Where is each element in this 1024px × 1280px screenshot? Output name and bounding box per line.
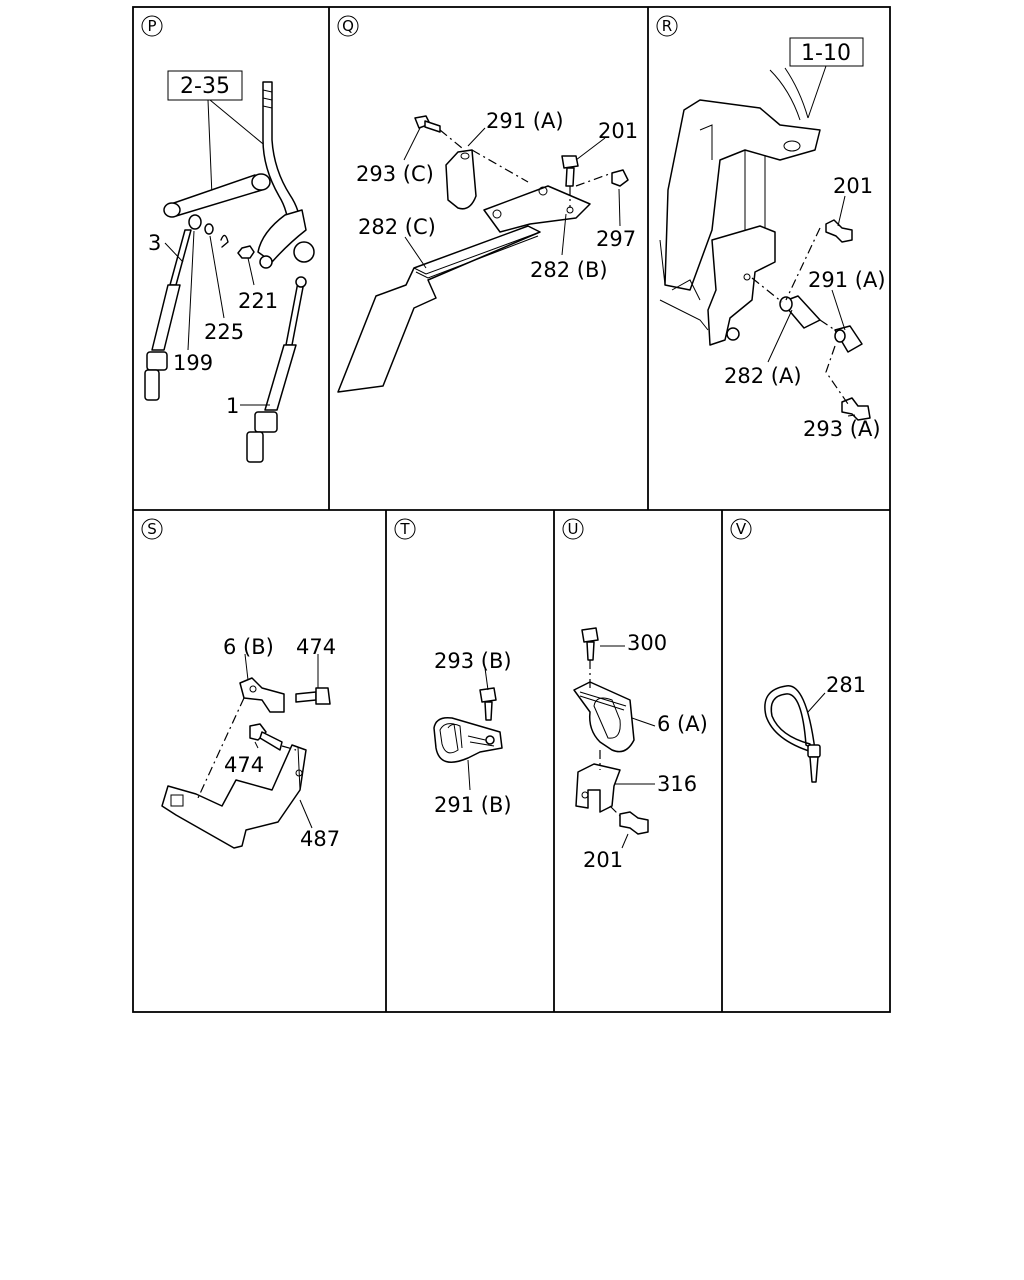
panel-p: P 2-35 — [141, 15, 315, 463]
panel-u-letter-text: U — [568, 520, 579, 538]
panel-p-letter: P — [141, 15, 163, 37]
label-291b[interactable]: 291 (B) — [434, 793, 512, 817]
frame-structure — [659, 67, 821, 346]
label-487[interactable]: 487 — [300, 827, 340, 851]
panel-frames — [132, 6, 891, 1013]
panel-q-letter: Q — [337, 15, 359, 37]
bolt-201-r — [825, 219, 853, 243]
panel-u-letter: U — [562, 518, 584, 540]
label-291a-r[interactable]: 291 (A) — [808, 268, 886, 292]
ref-1-10[interactable]: 1-10 — [801, 41, 851, 66]
cable-1 — [246, 276, 307, 463]
cable-tie-281 — [764, 685, 821, 783]
label-201-r[interactable]: 201 — [833, 174, 873, 198]
panel-s-letter: S — [141, 518, 163, 540]
panel-v-letter: V — [730, 518, 752, 540]
panel-s: S 6 (B) 474 4 — [141, 518, 340, 851]
cable-3 — [144, 229, 192, 401]
ref-2-35[interactable]: 2-35 — [180, 74, 230, 99]
label-201-u[interactable]: 201 — [583, 848, 623, 872]
panel-q-letter-text: Q — [342, 17, 354, 35]
label-474-lower[interactable]: 474 — [224, 753, 264, 777]
panel-p-letter-text: P — [147, 17, 156, 35]
label-201[interactable]: 201 — [598, 119, 638, 143]
clamp-291a-r — [779, 295, 863, 353]
label-199[interactable]: 199 — [173, 351, 213, 375]
panel-s-letter-text: S — [147, 520, 157, 538]
bracket-487 — [161, 744, 307, 849]
label-225[interactable]: 225 — [204, 320, 244, 344]
label-282a[interactable]: 282 (A) — [724, 364, 802, 388]
panel-r-letter-text: R — [662, 17, 672, 35]
clamp-291a — [445, 149, 477, 210]
label-300[interactable]: 300 — [627, 631, 667, 655]
clamp-291b — [433, 716, 503, 763]
label-281[interactable]: 281 — [826, 673, 866, 697]
nut-297 — [611, 169, 629, 187]
bolt-474-lower — [249, 723, 283, 751]
clip-221 — [220, 234, 255, 259]
bolt-293c — [414, 115, 441, 133]
bolt-300 — [581, 627, 599, 661]
bolt-293b — [479, 687, 497, 721]
bolt-293a — [841, 397, 871, 421]
panel-r: R 1-10 — [656, 15, 886, 441]
label-293b[interactable]: 293 (B) — [434, 649, 512, 673]
panel-v-letter-text: V — [736, 520, 747, 538]
label-297[interactable]: 297 — [596, 227, 636, 251]
shift-lever — [257, 81, 315, 269]
panel-q: Q — [337, 15, 638, 393]
bolt-474-upper — [295, 687, 331, 705]
label-6b[interactable]: 6 (B) — [223, 635, 274, 659]
clip-6a — [573, 681, 635, 753]
heat-shield-282c — [337, 225, 541, 393]
label-282c[interactable]: 282 (C) — [358, 215, 436, 239]
bolt-201-u — [619, 811, 649, 835]
label-3[interactable]: 3 — [148, 231, 161, 255]
label-474-upper[interactable]: 474 — [296, 635, 336, 659]
label-293c[interactable]: 293 (C) — [356, 162, 434, 186]
label-6a[interactable]: 6 (A) — [657, 712, 708, 736]
panel-t: T 293 (B) 291 (B) — [394, 518, 512, 817]
panel-v: V 281 — [730, 518, 866, 783]
bracket-282b — [483, 185, 591, 233]
clip-6b — [239, 677, 285, 713]
washer-199 — [188, 214, 202, 230]
panel-p-ref-box[interactable]: 2-35 — [167, 70, 243, 101]
bracket-316 — [575, 763, 621, 813]
label-282b[interactable]: 282 (B) — [530, 258, 608, 282]
panel-u: U 300 6 (A) 316 201 — [562, 518, 708, 872]
panel-r-letter: R — [656, 15, 678, 37]
label-221[interactable]: 221 — [238, 289, 278, 313]
label-293a[interactable]: 293 (A) — [803, 417, 881, 441]
panel-t-letter: T — [394, 518, 416, 540]
label-316[interactable]: 316 — [657, 772, 697, 796]
link-arm — [163, 173, 271, 218]
panel-t-letter-text: T — [399, 520, 410, 538]
label-1[interactable]: 1 — [226, 394, 239, 418]
label-291a[interactable]: 291 (A) — [486, 109, 564, 133]
washer-225 — [204, 223, 214, 235]
bolt-201 — [561, 155, 579, 187]
panel-r-ref-box[interactable]: 1-10 — [789, 37, 864, 67]
